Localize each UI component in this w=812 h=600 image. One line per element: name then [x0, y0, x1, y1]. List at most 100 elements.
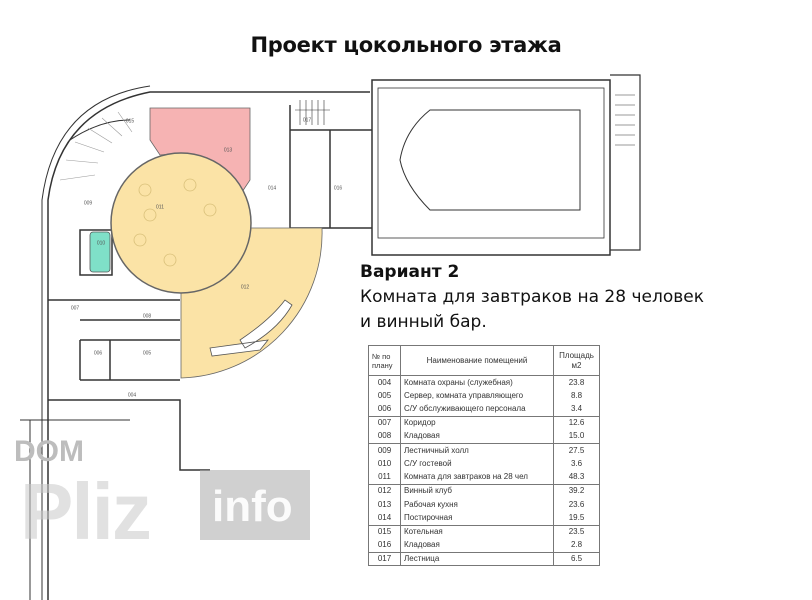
- cell-num: 014: [368, 511, 401, 526]
- cell-area: 23.5: [553, 524, 600, 539]
- label-004: 004: [128, 392, 137, 398]
- right-stair: [610, 74, 641, 251]
- wall-010: [79, 229, 113, 276]
- label-017: 017: [303, 117, 312, 123]
- cell-area: 48.3: [553, 470, 600, 485]
- dining-tables: [133, 178, 217, 267]
- header-area: Площадь м2: [553, 345, 600, 376]
- cell-name: С/У обслуживающего персонала: [400, 402, 554, 417]
- cell-area: 8.8: [553, 389, 600, 403]
- cell-area: 2.8: [553, 538, 600, 553]
- cell-name: Кладовая: [400, 429, 554, 444]
- watermark-box: [200, 470, 310, 540]
- label-016: 016: [334, 185, 343, 191]
- cell-num: 007: [368, 415, 401, 430]
- cell-num: 006: [368, 402, 401, 417]
- spiral-stair: [59, 111, 133, 181]
- cell-area: 27.5: [553, 442, 600, 458]
- label-006: 006: [94, 350, 103, 356]
- cell-name: Рабочая кухня: [400, 497, 554, 512]
- cell-area: 15.0: [553, 429, 600, 444]
- interior-walls: [48, 299, 180, 381]
- label-008: 008: [143, 313, 152, 319]
- variant-heading: Вариант 2: [360, 262, 460, 282]
- label-014: 014: [268, 185, 277, 191]
- label-013: 013: [224, 147, 233, 153]
- right-walls: [289, 105, 372, 229]
- cell-area: 12.6: [553, 415, 600, 430]
- cell-num: 008: [368, 429, 401, 444]
- lower-left-wall: [20, 419, 130, 600]
- page-title: Проект цокольного этажа: [250, 33, 562, 57]
- cell-name: Постирочная: [400, 511, 554, 526]
- variant-description-line2: и винный бар.: [360, 312, 487, 332]
- lower-wall: [48, 399, 210, 471]
- pool-area: [295, 74, 641, 256]
- cell-area: 3.4: [553, 402, 600, 417]
- cell-num: 005: [368, 389, 401, 403]
- header-name: Наименование помещений: [400, 345, 554, 376]
- stair-017: [295, 100, 330, 125]
- cell-name: Кладовая: [400, 538, 554, 553]
- bar-counter: [209, 299, 293, 357]
- cell-num: 010: [368, 457, 401, 471]
- header-num: № по плану: [368, 345, 401, 376]
- pool: [399, 109, 581, 211]
- label-012: 012: [241, 284, 250, 290]
- watermark-dom: DOM: [14, 435, 84, 468]
- outer-wall-outer: [41, 85, 151, 600]
- cell-area: 23.8: [553, 375, 600, 390]
- cell-area: 3.6: [553, 457, 600, 471]
- breakfast-room-011: [110, 152, 252, 294]
- cell-name: Лестничный холл: [400, 442, 554, 458]
- label-015: 015: [126, 118, 135, 124]
- cell-name: Котельная: [400, 524, 554, 539]
- cell-area: 39.2: [553, 483, 600, 498]
- cell-num: 012: [368, 483, 401, 498]
- cell-num: 013: [368, 497, 401, 512]
- cell-num: 011: [368, 470, 401, 485]
- cell-name: Комната охраны (служебная): [400, 375, 554, 390]
- cell-area: 23.6: [553, 497, 600, 512]
- room-labels: 004 005 006 007 008 009 010 011 012 013 …: [71, 117, 343, 398]
- watermark-pliz: Pliz: [20, 467, 152, 556]
- rooms-table: № по плану Наименование помещений Площад…: [368, 345, 600, 567]
- cell-name: Лестница: [400, 551, 554, 567]
- outer-wall: [47, 91, 370, 600]
- label-010: 010: [97, 240, 106, 246]
- variant-description-line1: Комната для завтраков на 28 человек: [360, 287, 704, 307]
- watermark-info: info: [212, 482, 293, 531]
- cell-name: С/У гостевой: [400, 457, 554, 471]
- cell-name: Винный клуб: [400, 483, 554, 498]
- cell-name: Сервер, комната управляющего: [400, 389, 554, 403]
- label-009: 009: [84, 200, 93, 206]
- label-007: 007: [71, 305, 80, 311]
- cell-name: Коридор: [400, 415, 554, 430]
- cell-name: Комната для завтраков на 28 чел: [400, 470, 554, 485]
- cell-num: 009: [368, 442, 401, 458]
- cell-area: 6.5: [553, 551, 600, 567]
- cell-num: 016: [368, 538, 401, 553]
- cell-num: 017: [368, 551, 401, 567]
- label-005: 005: [143, 350, 152, 356]
- restroom-010: [89, 231, 111, 273]
- label-011: 011: [156, 204, 164, 210]
- cell-area: 19.5: [553, 511, 600, 526]
- cell-num: 004: [368, 375, 401, 390]
- cell-num: 015: [368, 524, 401, 539]
- stair-wall: [69, 119, 131, 141]
